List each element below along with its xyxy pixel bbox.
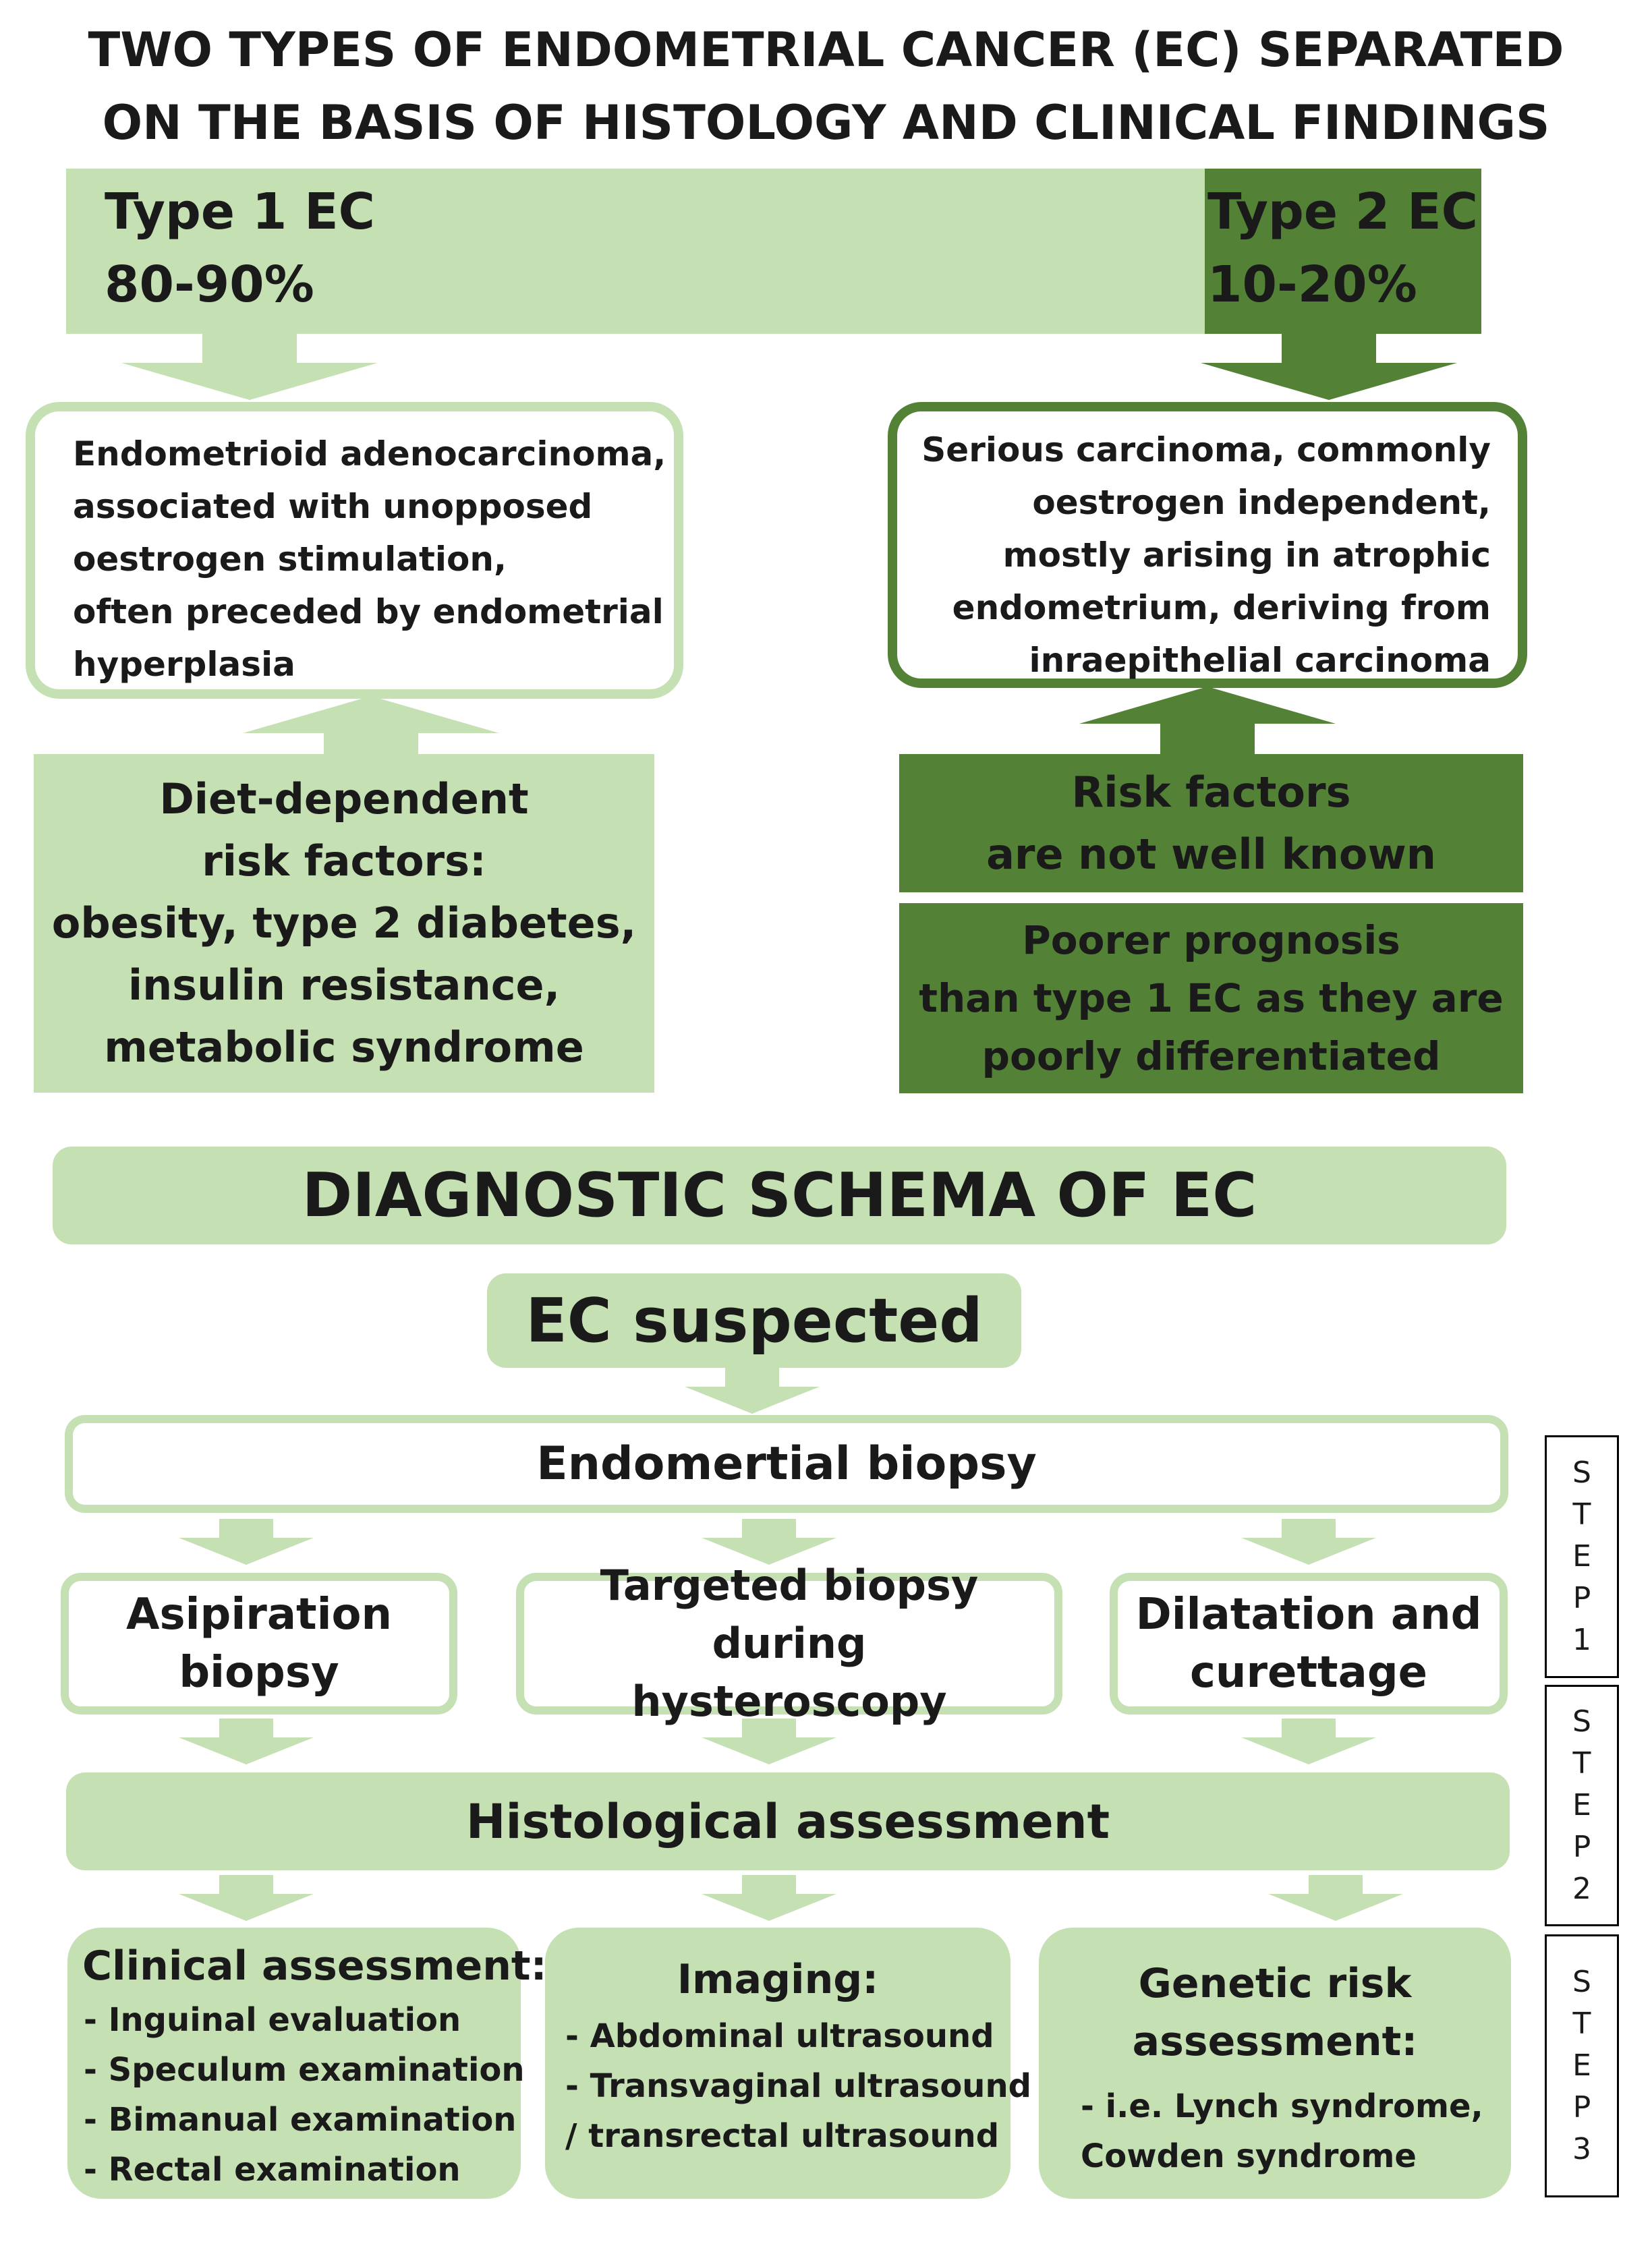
step-1-label: S T E P 1 <box>1545 1435 1619 1678</box>
page-title: TWO TYPES OF ENDOMETRIAL CANCER (EC) SEP… <box>88 22 1564 150</box>
type2-prognosis: Poorer prognosis than type 1 EC as they … <box>899 903 1523 1093</box>
histology-arrow-center <box>702 1719 836 1764</box>
bottom-arrow-left <box>179 1875 314 1921</box>
type2-bar <box>1205 169 1481 334</box>
step-2-char: T <box>1572 1746 1591 1781</box>
step-3-char: T <box>1572 2007 1591 2041</box>
type2-down-arrow <box>1201 333 1457 400</box>
step-3-char: E <box>1572 2048 1591 2083</box>
step-3-char: S <box>1572 1965 1591 1999</box>
type1-up-arrow <box>243 696 499 763</box>
schema-title: DIAGNOSTIC SCHEMA OF EC <box>53 1147 1506 1244</box>
clinical-assessment-heading: Clinical assessment: <box>82 1942 547 1990</box>
step-3-char: P <box>1572 2090 1591 2125</box>
step-1-char: S <box>1572 1456 1591 1490</box>
histological-assessment: Histological assessment <box>66 1773 1510 1870</box>
type1-down-arrow <box>121 333 378 400</box>
type2-up-arrow <box>1079 687 1336 754</box>
clinical-assessment-items: - Inguinal evaluation - Speculum examina… <box>84 2001 525 2189</box>
imaging-items: - Abdominal ultrasound - Transvaginal ul… <box>565 2017 1032 2155</box>
genetic-risk-items: - i.e. Lynch syndrome, Cowden syndrome <box>1081 2087 1483 2175</box>
suspected-down-arrow <box>685 1368 820 1414</box>
step-2-char: S <box>1572 1704 1591 1739</box>
histology-arrow-right <box>1241 1719 1376 1764</box>
type1-description-box: Endometrioid adenocarcinoma, associated … <box>26 402 683 699</box>
ec-suspected: EC suspected <box>487 1273 1021 1368</box>
histology-arrow-left <box>179 1719 314 1764</box>
type2-description-box: Serious carcinoma, commonly oestrogen in… <box>888 402 1527 688</box>
type2-label: Type 2 EC 10-20% <box>1207 183 1478 314</box>
bottom-arrow-center <box>702 1875 836 1921</box>
biopsy-arrow-center <box>702 1519 836 1565</box>
biopsy-arrow-right <box>1241 1519 1376 1565</box>
step-2-char: E <box>1572 1788 1591 1822</box>
imaging-box: Imaging: - Abdominal ultrasound - Transv… <box>545 1928 1031 2199</box>
type2-description: Serious carcinoma, commonly oestrogen in… <box>921 430 1491 680</box>
type1-risk-factors: Diet-dependent risk factors: obesity, ty… <box>34 754 654 1093</box>
step-1-char: E <box>1572 1539 1591 1574</box>
genetic-risk-box: Genetic risk assessment: - i.e. Lynch sy… <box>1039 1928 1511 2199</box>
step-2-char: P <box>1572 1830 1591 1864</box>
type1-label: Type 1 EC 80-90% <box>105 183 375 314</box>
step-2-label: S T E P 2 <box>1545 1685 1619 1926</box>
biopsy-box: Endomertial biopsy <box>65 1415 1508 1513</box>
step-3-label: S T E P 3 <box>1545 1934 1619 2197</box>
clinical-assessment-box: Clinical assessment: - Inguinal evaluati… <box>67 1928 547 2199</box>
step-2-char: 2 <box>1572 1872 1591 1906</box>
aspiration-biopsy: Asipiration biopsy <box>61 1573 457 1714</box>
targeted-biopsy: Targeted biopsy during hysteroscopy <box>516 1561 1062 1726</box>
type1-description: Endometrioid adenocarcinoma, associated … <box>73 434 666 684</box>
step-3-char: 3 <box>1572 2132 1591 2166</box>
dilatation-curettage: Dilatation and curettage <box>1110 1573 1508 1714</box>
bottom-arrow-right <box>1268 1875 1403 1921</box>
biopsy-arrow-left <box>179 1519 314 1565</box>
imaging-heading: Imaging: <box>677 1956 879 2003</box>
type1-bar <box>66 169 1213 334</box>
genetic-risk-heading: Genetic risk assessment: <box>1132 1960 1418 2065</box>
type2-risk-factors: Risk factors are not well known <box>899 754 1523 892</box>
step-1-char: T <box>1572 1497 1591 1532</box>
step-1-char: 1 <box>1572 1623 1591 1657</box>
step-1-char: P <box>1572 1581 1591 1615</box>
